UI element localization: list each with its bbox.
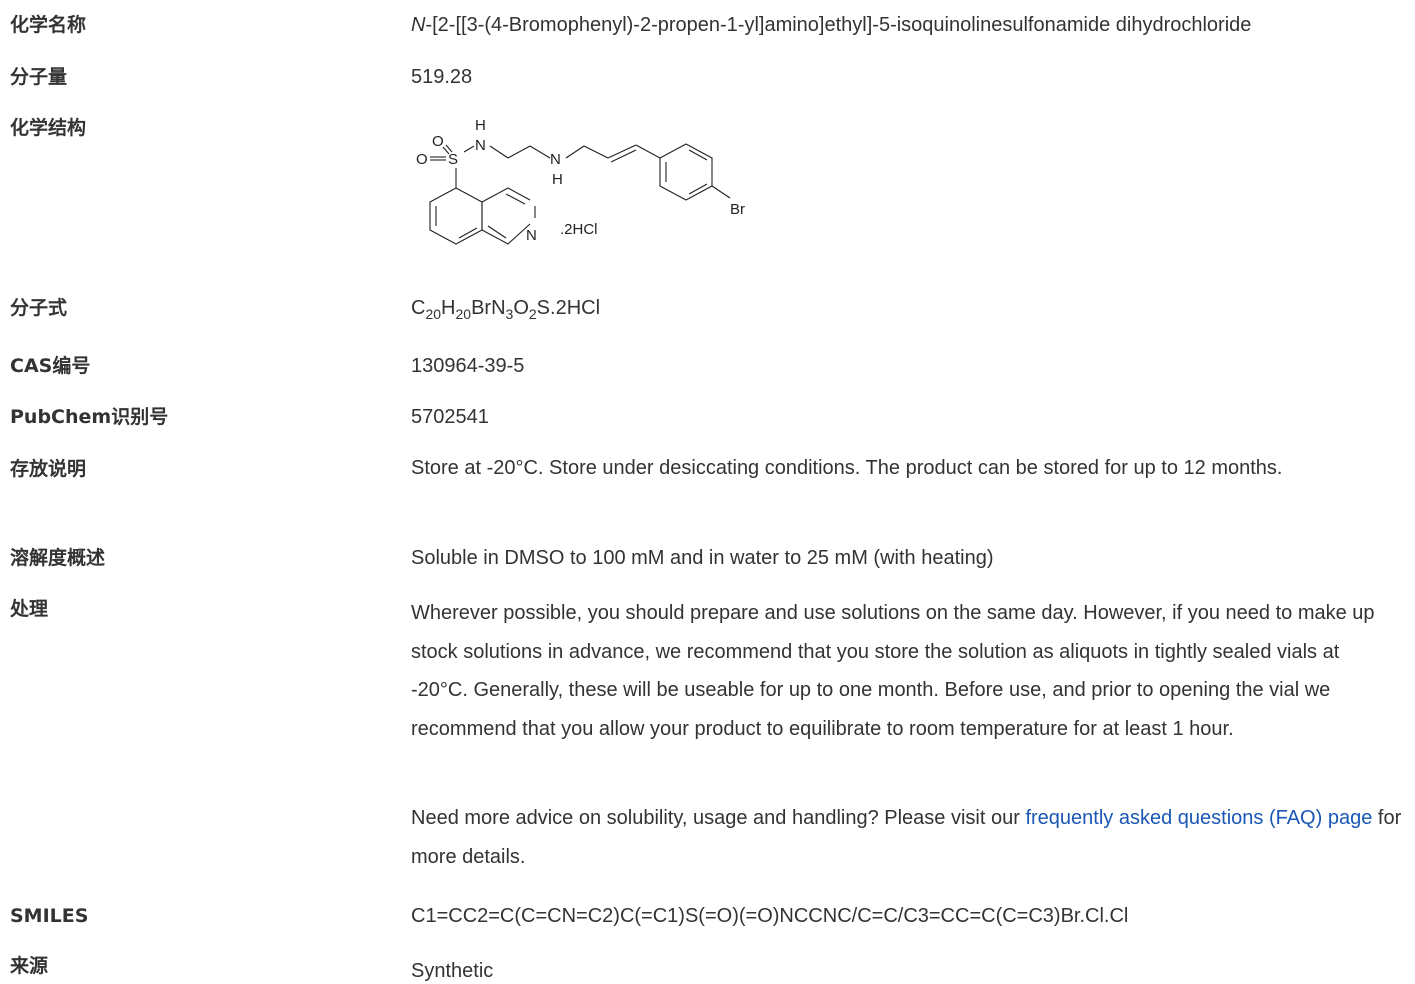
label-source: 来源 [10, 955, 49, 977]
label-handling: 处理 [10, 598, 49, 620]
chemical-name-value: N-[2-[[3-(4-Bromophenyl)-2-propen-1-yl]a… [411, 12, 1251, 38]
cas-value: 130964-39-5 [411, 355, 525, 377]
salt-label: .2HCl [560, 221, 598, 238]
faq-text-after: for more details. [411, 807, 1402, 868]
formula-brn: BrN [471, 297, 506, 319]
atom-nh1-nitrogen: N [475, 137, 486, 154]
source-value: Synthetic [411, 960, 494, 982]
label-pubchem: PubChem识别号 [10, 406, 169, 428]
chemical-name-prefix: N [411, 14, 426, 36]
atom-nh2-nitrogen: N [550, 151, 561, 168]
formula-n-count: 3 [505, 306, 514, 322]
formula-h: H [441, 297, 456, 319]
formula-c-count: 20 [425, 306, 442, 322]
atom-o-top: O [432, 133, 444, 150]
label-cas: CAS编号 [10, 355, 91, 377]
atom-nh2-hydrogen: H [552, 171, 563, 188]
formula-o: O [513, 297, 529, 319]
label-molecular-weight: 分子量 [10, 66, 68, 88]
chemical-name-text: -[2-[[3-(4-Bromophenyl)-2-propen-1-yl]am… [425, 14, 1252, 36]
faq-link[interactable]: frequently asked questions (FAQ) page [1025, 807, 1373, 829]
solubility-value: Soluble in DMSO to 100 mM and in water t… [411, 547, 994, 569]
smiles-value: C1=CC2=C(C=CN=C2)C(=C1)S(=O)(=O)NCCNC/C=… [411, 905, 1129, 927]
formula-o-count: 2 [528, 306, 537, 322]
label-smiles: SMILES [10, 905, 89, 927]
formula-s-salt: S.2HCl [536, 297, 601, 319]
label-chemical-name: 化学名称 [10, 14, 87, 36]
storage-value: Store at -20°C. Store under desiccating … [411, 457, 1283, 479]
label-formula: 分子式 [10, 297, 68, 319]
label-storage: 存放说明 [10, 458, 87, 480]
atom-nh1-hydrogen: H [475, 117, 486, 134]
formula-c: C [411, 297, 426, 319]
formula-h-count: 20 [455, 306, 472, 322]
atom-ring-nitrogen: N [526, 227, 537, 244]
formula-value: C20H20BrN3O2S.2HCl [411, 295, 600, 321]
atom-bromine: Br [730, 201, 745, 218]
faq-text-before: Need more advice on solubility, usage an… [411, 807, 1026, 829]
chemical-structure-image: O O S H N N H N Br .2HCl [416, 117, 745, 245]
handling-paragraph-2: Need more advice on solubility, usage an… [411, 799, 1415, 876]
molecular-weight-value: 519.28 [411, 66, 473, 88]
label-solubility: 溶解度概述 [10, 547, 106, 569]
handling-paragraph-1: Wherever possible, you should prepare an… [411, 602, 1375, 740]
pubchem-value: 5702541 [411, 406, 489, 428]
label-structure: 化学结构 [10, 117, 87, 139]
atom-sulfur: S [448, 151, 458, 168]
atom-o-left: O [416, 151, 428, 168]
